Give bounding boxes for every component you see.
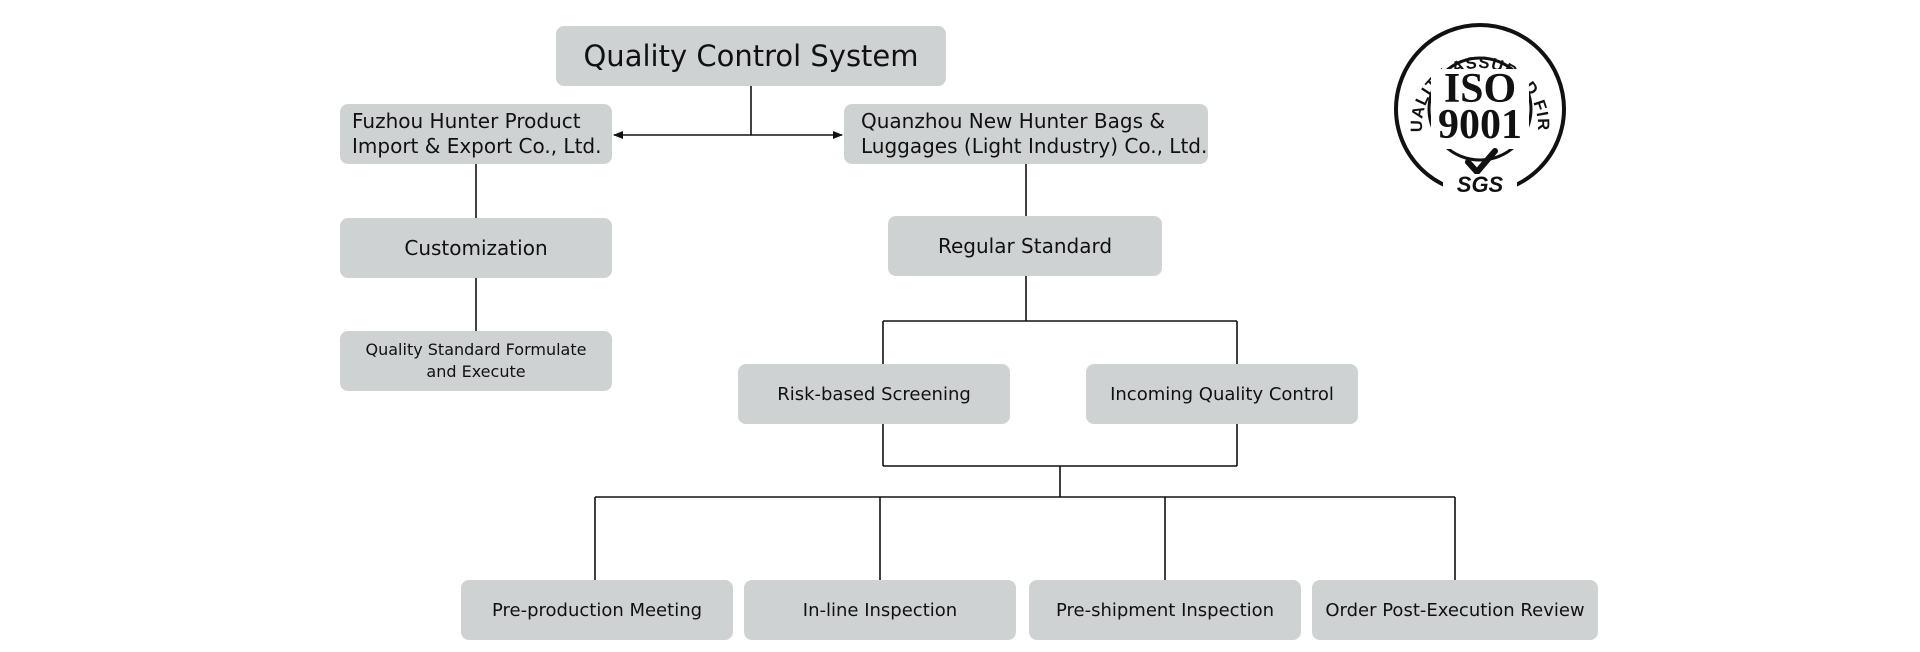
node-ppm-text: Pre-production Meeting xyxy=(491,599,703,621)
node-quanzhou-new-hunter: Quanzhou New Hunter Bags & Luggages (Lig… xyxy=(844,104,1208,164)
node-fuzhou-text: Fuzhou Hunter Product Import & Export Co… xyxy=(352,109,602,158)
node-regular-standard-text: Regular Standard xyxy=(937,234,1113,258)
seal-number-text: 9001 xyxy=(1438,102,1522,148)
node-fuzhou-hunter: Fuzhou Hunter Product Import & Export Co… xyxy=(340,104,612,164)
iso-9001-seal-logo: QUALITY ASSURED FIRM ISO 9001 SGS xyxy=(1385,14,1566,196)
node-customization-text: Customization xyxy=(404,236,548,260)
seal-sgs-text: SGS xyxy=(1457,172,1504,196)
node-inline-text: In-line Inspection xyxy=(802,599,958,621)
node-risk-based-screening: Risk-based Screening xyxy=(738,364,1010,424)
node-quality-control-system: Quality Control System xyxy=(556,26,946,86)
node-incoming-quality-control: Incoming Quality Control xyxy=(1086,364,1358,424)
node-quality-standard-text: Quality Standard Formulate and Execute xyxy=(365,340,587,381)
node-regular-standard: Regular Standard xyxy=(888,216,1162,276)
node-order-post-execution-review: Order Post-Execution Review xyxy=(1312,580,1598,640)
node-pre-production-meeting: Pre-production Meeting xyxy=(461,580,733,640)
checkmark-icon xyxy=(1465,148,1498,175)
node-title-text: Quality Control System xyxy=(583,39,919,73)
node-in-line-inspection: In-line Inspection xyxy=(744,580,1016,640)
node-risk-text: Risk-based Screening xyxy=(777,383,971,405)
node-quality-standard: Quality Standard Formulate and Execute xyxy=(340,331,612,391)
node-order-text: Order Post-Execution Review xyxy=(1325,599,1585,621)
node-pre-shipment-inspection: Pre-shipment Inspection xyxy=(1029,580,1301,640)
node-quanzhou-text: Quanzhou New Hunter Bags & Luggages (Lig… xyxy=(861,109,1208,158)
node-iqc-text: Incoming Quality Control xyxy=(1110,383,1334,405)
node-customization: Customization xyxy=(340,218,612,278)
seal-iso-text: ISO xyxy=(1444,66,1516,112)
node-pship-text: Pre-shipment Inspection xyxy=(1055,599,1275,621)
